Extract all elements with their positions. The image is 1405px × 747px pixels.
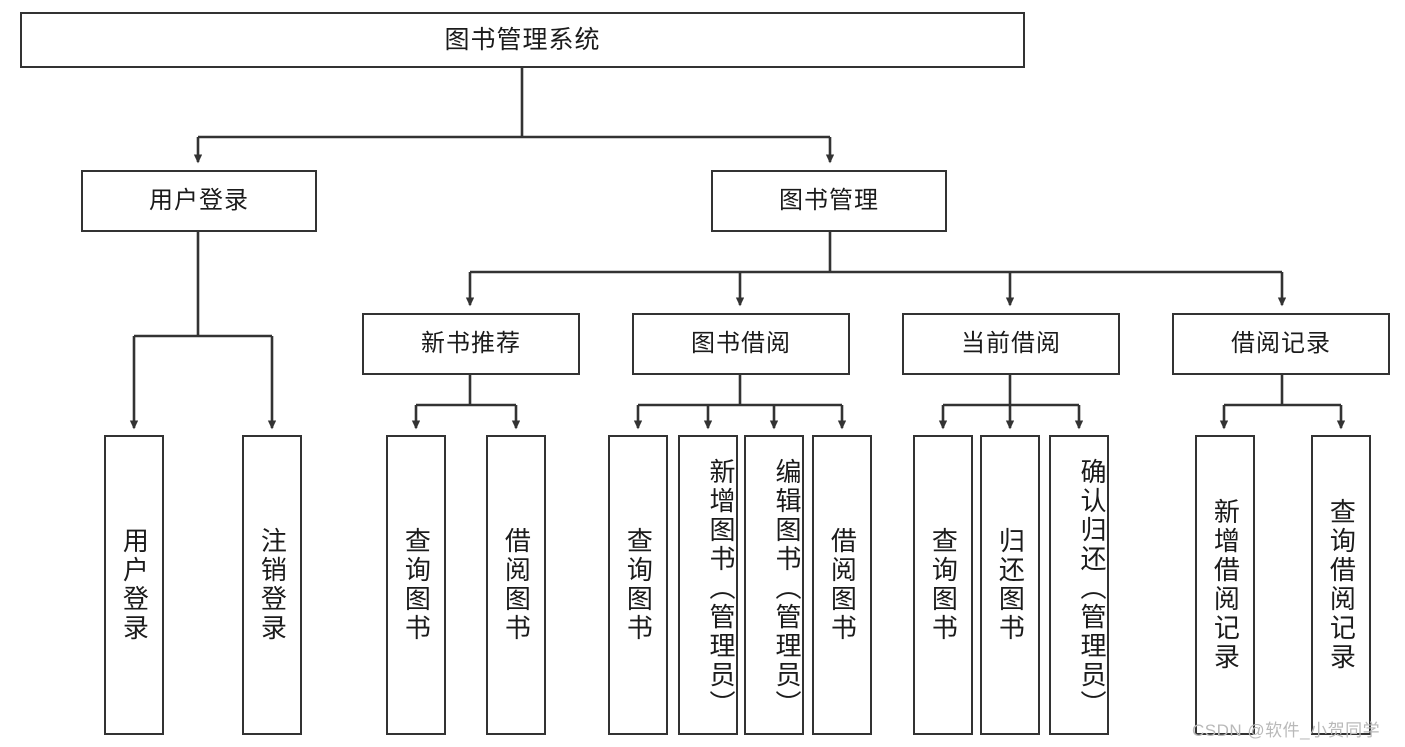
leaf-current-borrow-return-book[interactable]: 归还图书 — [980, 435, 1040, 735]
leaf-user-login-logout[interactable]: 注销登录 — [242, 435, 302, 735]
csdn-watermark: CSDN @软件_小贺同学 — [1192, 721, 1381, 740]
leaf-borrow-record-query-record[interactable]: 查询借阅记录 — [1311, 435, 1371, 735]
leaf-book-borrow-edit-book-admin[interactable]: 编辑图书（管理员） — [744, 435, 804, 735]
leaf-current-borrow-query-book[interactable]: 查询图书 — [913, 435, 973, 735]
node-user-login[interactable]: 用户登录 — [81, 170, 317, 232]
leaf-book-borrow-query-book[interactable]: 查询图书 — [608, 435, 668, 735]
node-borrow-record[interactable]: 借阅记录 — [1172, 313, 1390, 375]
node-book-management[interactable]: 图书管理 — [711, 170, 947, 232]
leaf-borrow-record-add-record[interactable]: 新增借阅记录 — [1195, 435, 1255, 735]
leaf-book-borrow-borrow-book[interactable]: 借阅图书 — [812, 435, 872, 735]
node-current-borrow[interactable]: 当前借阅 — [902, 313, 1120, 375]
node-new-book-recommend[interactable]: 新书推荐 — [362, 313, 580, 375]
leaf-new-book-borrow-book[interactable]: 借阅图书 — [486, 435, 546, 735]
leaf-book-borrow-add-book-admin[interactable]: 新增图书（管理员） — [678, 435, 738, 735]
node-root-system[interactable]: 图书管理系统 — [20, 12, 1025, 68]
leaf-current-borrow-confirm-return-admin[interactable]: 确认归还（管理员） — [1049, 435, 1109, 735]
node-book-borrow[interactable]: 图书借阅 — [632, 313, 850, 375]
leaf-user-login-login[interactable]: 用户登录 — [104, 435, 164, 735]
leaf-new-book-query-book[interactable]: 查询图书 — [386, 435, 446, 735]
